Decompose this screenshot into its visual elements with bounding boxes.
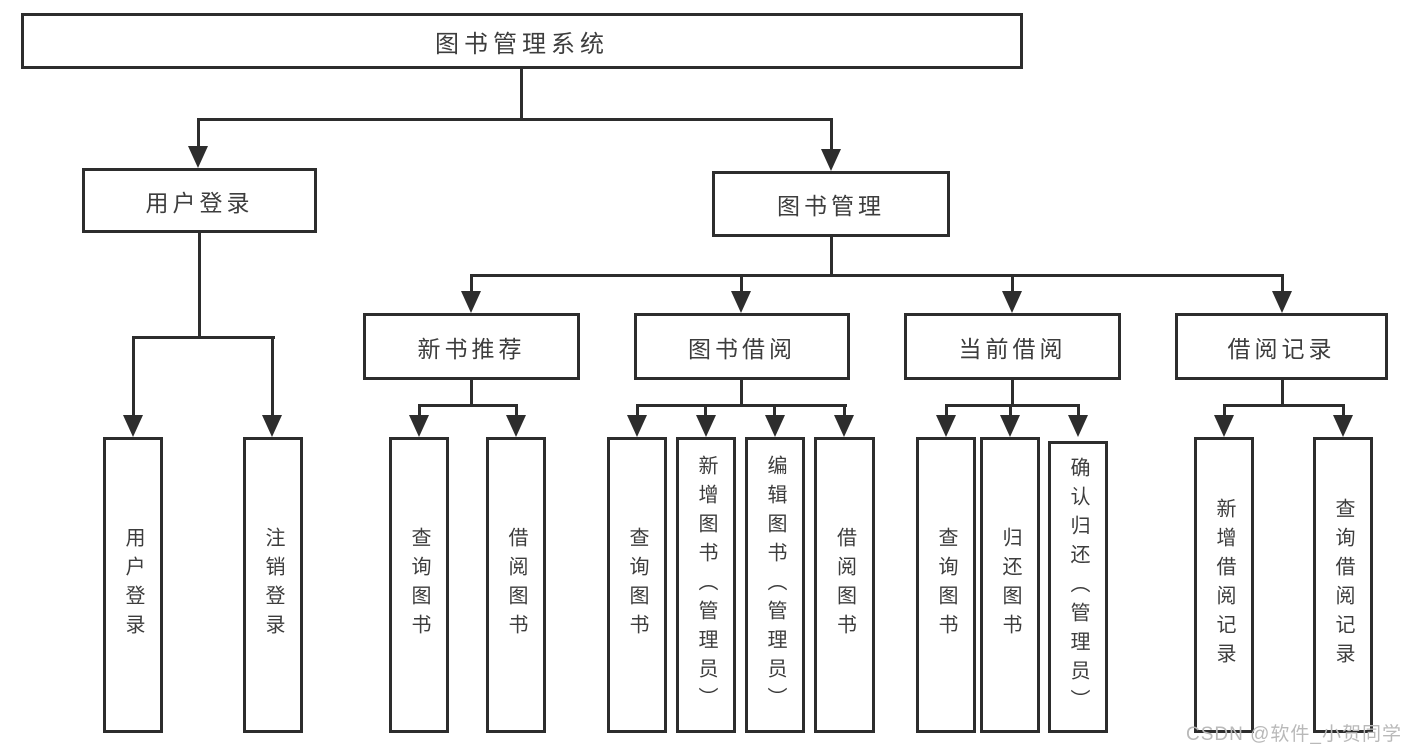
connector-line: [132, 336, 275, 339]
node-book-borrowing: 图书借阅: [634, 313, 850, 380]
connector-line: [830, 237, 833, 277]
connector-line: [830, 118, 833, 152]
connector-arrow: [409, 415, 429, 437]
node-label: 查询图书: [408, 527, 430, 643]
connector-line: [470, 274, 1284, 277]
node-label: 借阅记录: [1227, 335, 1336, 362]
connector-arrow: [731, 291, 751, 313]
connector-arrow: [1214, 415, 1234, 437]
node-label: 新书推荐: [417, 335, 526, 362]
node-user-login: 用户登录: [82, 168, 317, 233]
leaf-rec-borrow-book: 借阅图书: [486, 437, 546, 733]
connector-arrow: [1272, 291, 1292, 313]
connector-arrow: [1000, 415, 1020, 437]
connector-line: [740, 380, 743, 406]
connector-line: [198, 233, 201, 338]
node-label: 当前借阅: [958, 335, 1067, 362]
node-label: 用户登录: [122, 527, 144, 643]
connector-line: [636, 404, 639, 418]
node-current-borrowing: 当前借阅: [904, 313, 1121, 380]
node-label: 查询借阅记录: [1332, 498, 1354, 672]
connector-line: [470, 274, 473, 294]
connector-line: [1281, 274, 1284, 294]
connector-arrow: [188, 146, 208, 168]
connector-arrow: [696, 415, 716, 437]
connector-line: [773, 404, 776, 418]
connector-line: [418, 404, 518, 407]
connector-line: [1011, 274, 1014, 294]
connector-arrow: [936, 415, 956, 437]
leaf-user-login: 用户登录: [103, 437, 163, 733]
connector-line: [1342, 404, 1345, 418]
connector-line: [520, 69, 523, 121]
connector-arrow: [461, 291, 481, 313]
node-label: 新增借阅记录: [1213, 498, 1235, 672]
connector-line: [197, 118, 833, 121]
leaf-cb-return-book: 归还图书: [980, 437, 1040, 733]
connector-line: [1009, 404, 1012, 418]
node-root-system: 图书管理系统: [21, 13, 1023, 69]
connector-line: [636, 404, 847, 407]
node-borrowing-record: 借阅记录: [1175, 313, 1388, 380]
node-label: 编辑图书（管理员）: [764, 454, 786, 716]
node-label: 借阅图书: [505, 527, 527, 643]
connector-line: [704, 404, 707, 418]
connector-line: [418, 404, 421, 418]
node-label: 查询图书: [626, 527, 648, 643]
connector-arrow: [1333, 415, 1353, 437]
connector-line: [1223, 404, 1226, 418]
leaf-bb-edit-book-admin: 编辑图书（管理员）: [745, 437, 805, 733]
connector-arrow: [821, 149, 841, 171]
connector-arrow: [1002, 291, 1022, 313]
leaf-bb-borrow-book: 借阅图书: [814, 437, 875, 733]
connector-line: [1077, 404, 1080, 418]
csdn-watermark: CSDN @软件_小贺同学: [1186, 724, 1402, 745]
node-label: 图书借阅: [688, 335, 796, 362]
node-label: 查询图书: [935, 527, 957, 643]
connector-line: [1011, 380, 1014, 406]
leaf-br-add-record: 新增借阅记录: [1194, 437, 1254, 733]
connector-arrow: [627, 415, 647, 437]
node-new-book-recommendation: 新书推荐: [363, 313, 580, 380]
connector-line: [945, 404, 948, 418]
connector-line: [843, 404, 846, 418]
node-label: 确认归还（管理员）: [1067, 456, 1089, 718]
connector-line: [271, 336, 274, 417]
leaf-bb-add-book-admin: 新增图书（管理员）: [676, 437, 736, 733]
connector-line: [945, 404, 1080, 407]
node-book-management: 图书管理: [712, 171, 950, 237]
connector-line: [132, 336, 135, 417]
leaf-logout: 注销登录: [243, 437, 303, 733]
connector-arrow: [506, 415, 526, 437]
leaf-br-query-record: 查询借阅记录: [1313, 437, 1373, 733]
connector-line: [1223, 404, 1345, 407]
connector-line: [515, 404, 518, 418]
connector-line: [740, 274, 743, 294]
node-label: 新增图书（管理员）: [695, 454, 717, 716]
node-label: 用户登录: [145, 189, 254, 216]
connector-arrow: [834, 415, 854, 437]
node-label: 图书管理: [777, 193, 885, 219]
leaf-rec-query-book: 查询图书: [389, 437, 449, 733]
node-label: 注销登录: [262, 527, 284, 643]
connector-arrow: [765, 415, 785, 437]
connector-arrow: [1068, 415, 1088, 437]
node-label: 归还图书: [999, 527, 1021, 643]
connector-line: [1281, 380, 1284, 406]
connector-line: [470, 380, 473, 406]
node-label: 图书管理系统: [435, 30, 609, 58]
connector-arrow: [262, 415, 282, 437]
node-label: 借阅图书: [833, 527, 856, 643]
leaf-bb-query-book: 查询图书: [607, 437, 667, 733]
leaf-cb-query-book: 查询图书: [916, 437, 976, 733]
connector-line: [197, 118, 200, 150]
leaf-cb-confirm-return-admin: 确认归还（管理员）: [1048, 441, 1108, 733]
connector-arrow: [123, 415, 143, 437]
